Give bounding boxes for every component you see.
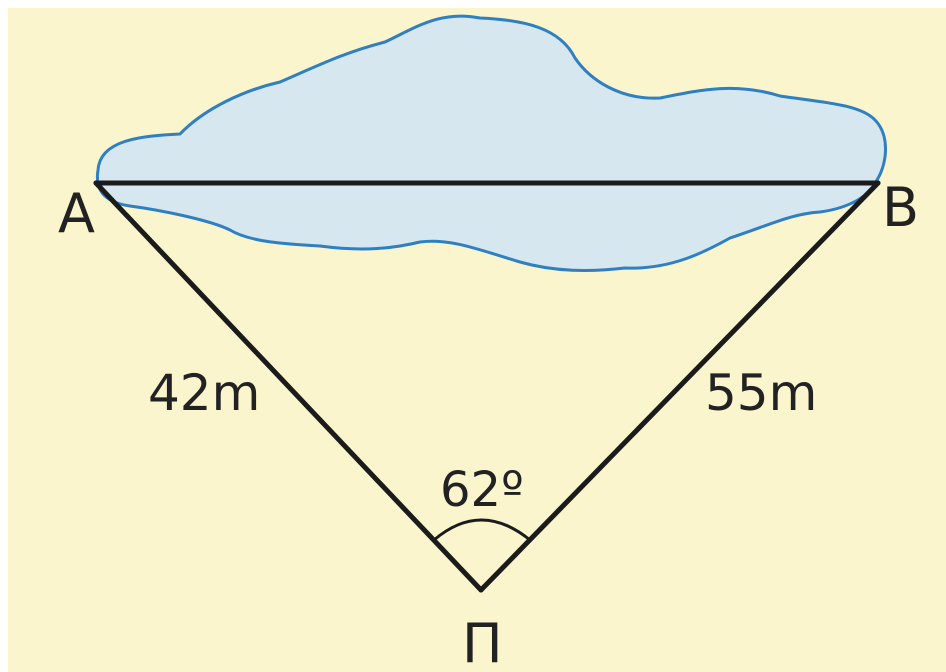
angle-arc-p [433, 518, 531, 542]
vertex-label-b: B [882, 176, 919, 239]
vertex-label-a: A [58, 182, 95, 245]
side-label-pa: 42m [148, 364, 260, 422]
lake-shape [95, 14, 887, 272]
side-label-pb: 55m [705, 364, 817, 422]
angle-label-p: 62º [440, 462, 524, 518]
side-pa [93, 180, 484, 593]
vertex-label-p: Π [462, 612, 503, 672]
side-pb [478, 180, 881, 593]
